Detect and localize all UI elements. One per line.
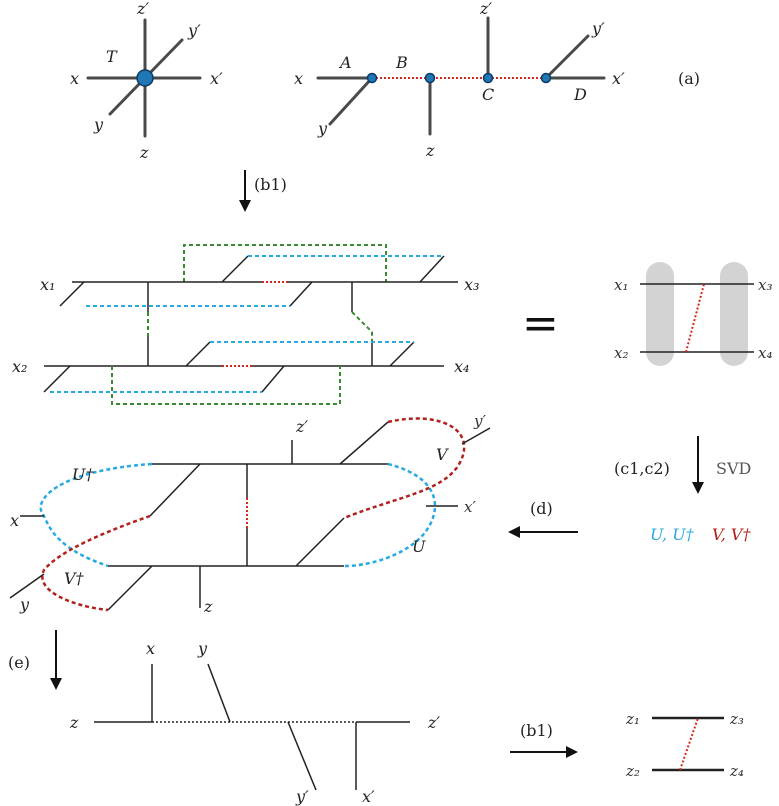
label-zp-a2: z′ (479, 0, 492, 18)
label-x1-b: x₁ (40, 275, 55, 294)
node-B (424, 72, 436, 84)
arrow-svd: (c1,c2) SVD U, U† V, V† (614, 436, 751, 544)
label-x3-b: x₃ (464, 275, 479, 294)
label-T: T (106, 47, 118, 66)
panel-b1-network: x₁ x₂ x₃ x₄ (12, 244, 479, 405)
label-x4-s: x₄ (758, 344, 772, 362)
node-A (366, 72, 378, 84)
label-z3: z₃ (729, 710, 744, 728)
label-A: A (338, 53, 352, 72)
label-c1c2: (c1,c2) (614, 459, 670, 478)
label-xp-a2: x′ (612, 69, 625, 88)
label-zp-d: z′ (295, 417, 308, 436)
panel-d-network: z′ z x y x′ y′ U† U V V† (9, 412, 491, 616)
label-V-Vdag: V, V† (712, 525, 751, 544)
label-x2-s: x₂ (614, 344, 628, 362)
panel-e-network: z x y z′ y′ x′ (69, 639, 440, 806)
panel-a: T x x′ z′ z y′ y x x′ z′ z y′ y (70, 0, 700, 162)
label-xp-e: x′ (362, 787, 375, 806)
arrow-e: (e) (8, 630, 62, 690)
label-z-a2: z (425, 141, 435, 160)
tensor-T: T x x′ z′ z y′ y (70, 0, 223, 162)
label-d: (d) (530, 499, 553, 518)
label-z1: z₁ (625, 710, 640, 728)
equals-sign: = (522, 298, 559, 349)
label-z-d: z (203, 597, 213, 616)
label-x1-s: x₁ (614, 276, 628, 294)
label-yp-a1: y′ (187, 21, 201, 40)
label-B: B (395, 53, 408, 72)
label-b1: (b1) (254, 175, 287, 194)
label-C: C (482, 85, 494, 104)
panel-b1-simplified: x₁ x₂ x₃ x₄ (614, 262, 772, 366)
label-x2-b: x₂ (12, 357, 27, 376)
label-zp-e: z′ (427, 713, 440, 732)
label-y-a2: y (317, 119, 328, 138)
label-x-d: x (10, 511, 19, 530)
tensor-T-node (136, 69, 154, 87)
label-xp-d: x′ (464, 498, 476, 516)
tensor-chain-ABCD: x x′ z′ z y′ y A B C D (294, 0, 625, 160)
label-x3-s: x₃ (758, 276, 772, 294)
label-z-e: z (69, 713, 79, 732)
gray-block-left (646, 262, 674, 366)
label-svd: SVD (716, 459, 751, 478)
arrow-b1: (b1) (239, 170, 287, 212)
label-Vdag-d: V† (64, 569, 85, 588)
label-y-e: y (197, 639, 208, 658)
node-D (540, 72, 552, 84)
label-z4: z₄ (729, 762, 744, 780)
label-b1-second: (b1) (520, 721, 553, 740)
gray-block-right (720, 262, 748, 366)
label-x-a2: x (294, 69, 303, 88)
label-U-Udag: U, U† (650, 525, 695, 544)
label-z-a1: z (139, 143, 149, 162)
label-y-a1: y (93, 115, 104, 134)
label-x-a1: x (70, 69, 79, 88)
label-yp-a2: y′ (591, 19, 605, 38)
label-yp-d: y′ (473, 412, 486, 430)
node-C (482, 72, 494, 84)
label-D: D (573, 85, 587, 104)
label-Udag-d: U† (72, 465, 94, 484)
label-V-d: V (436, 445, 449, 464)
label-panel-a: (a) (678, 69, 700, 88)
label-U-d: U (412, 537, 426, 556)
label-x4-b: x₄ (454, 357, 469, 376)
panel-final-z: z₁ z₂ z₃ z₄ (625, 710, 744, 780)
arrow-b1-second: (b1) (510, 721, 578, 758)
label-x-e: x (146, 639, 155, 658)
label-zp-a1: z′ (136, 0, 149, 18)
label-yp-e: y′ (295, 787, 309, 806)
label-y-d: y (19, 595, 30, 614)
label-z2: z₂ (625, 762, 640, 780)
label-e: (e) (8, 653, 30, 672)
arrow-d: (d) (508, 499, 578, 538)
label-xp-a1: x′ (210, 69, 223, 88)
